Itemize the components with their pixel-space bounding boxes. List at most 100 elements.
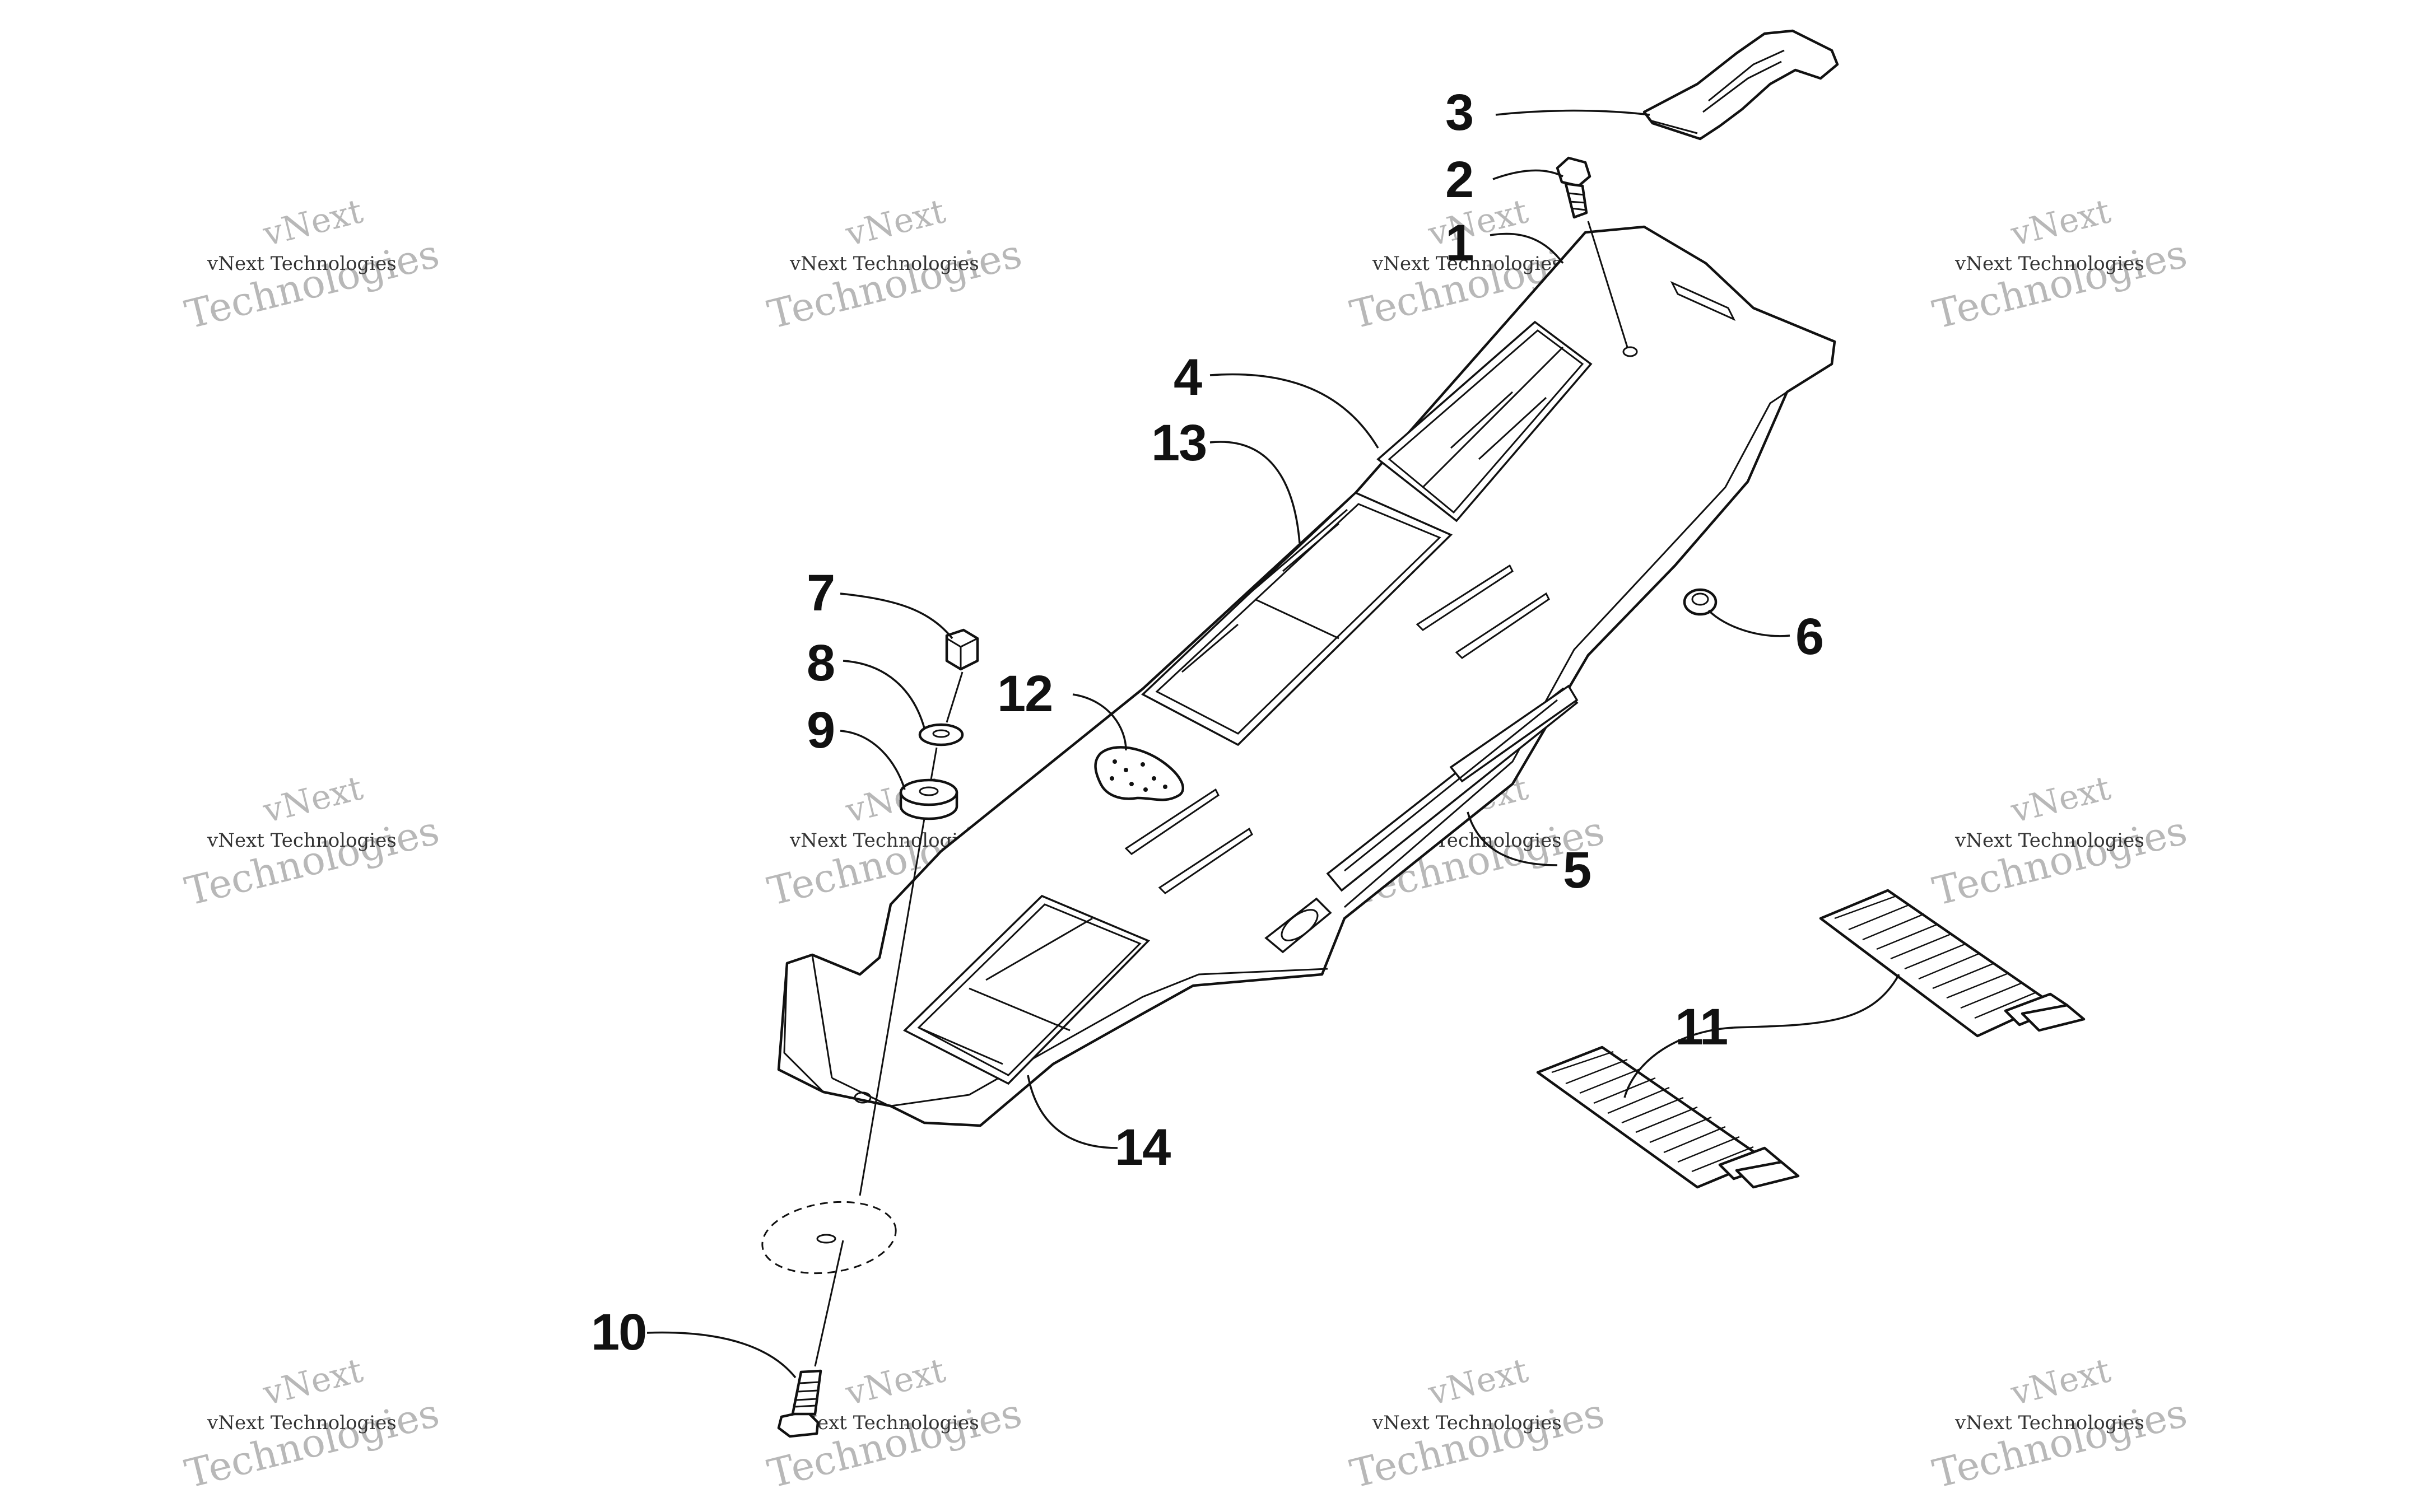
- part-9-spacer: [899, 778, 958, 820]
- rib: [1416, 564, 1514, 631]
- leader-9: [840, 730, 906, 790]
- watermark-big-line1: vNext: [259, 1351, 366, 1413]
- watermark: vNext Technologies vNext Technologies: [180, 1351, 443, 1497]
- watermark-small: vNext Technologies: [207, 253, 397, 275]
- watermark-big-line2: Technologies: [1928, 808, 2191, 915]
- callout-4: 4: [1174, 349, 1202, 406]
- part-10-bolt: [777, 1369, 822, 1438]
- watermark-small: vNext Technologies: [1372, 253, 1562, 275]
- callout-9: 9: [807, 702, 834, 759]
- leader-13: [1209, 441, 1301, 544]
- part-4-decal: [1376, 320, 1593, 522]
- watermark: vNext Technologies vNext Technologies: [763, 192, 1026, 338]
- part-6-grommet: [1683, 588, 1718, 616]
- skid-plate-side-wall: [1344, 391, 1788, 908]
- watermark-big-line2: Technologies: [1928, 1390, 2191, 1497]
- front-hole: [854, 1091, 872, 1104]
- part-2-bolt: [1556, 156, 1591, 219]
- part-2-axis: [1587, 221, 1628, 348]
- leader-7: [840, 592, 953, 640]
- callout-1: 1: [1445, 214, 1473, 272]
- watermark: vNext Technologies vNext Technologies: [1928, 768, 2191, 915]
- watermark-big-line2: Technologies: [180, 808, 443, 915]
- rib: [1455, 592, 1550, 659]
- callout-12: 12: [997, 665, 1052, 722]
- part-11-strip-upper: [1819, 889, 2086, 1038]
- part-3-clip: [1642, 29, 1839, 141]
- leader-10: [646, 1331, 797, 1379]
- leader-4: [1209, 373, 1379, 449]
- callout-14: 14: [1115, 1119, 1171, 1176]
- bolt-axis: [814, 1240, 844, 1367]
- watermark-big-line1: vNext: [1424, 192, 1532, 254]
- watermark: vNext Technologies vNext Technologies: [180, 768, 443, 915]
- watermark-small: vNext Technologies: [207, 1412, 397, 1434]
- callout-10: 10: [591, 1304, 646, 1361]
- callout-2: 2: [1445, 151, 1473, 208]
- leader-11b: [1623, 1026, 1734, 1098]
- leader-11a: [1733, 974, 1900, 1029]
- watermark-big-line1: vNext: [1424, 1351, 1532, 1413]
- skid-plate-front-edge: [783, 954, 925, 1124]
- part-12-texture: [1110, 759, 1167, 792]
- watermark: vNext Technologies vNext Technologies: [1928, 1351, 2191, 1497]
- leader-2: [1492, 169, 1563, 180]
- watermark: vNext Technologies vNext Technologies: [180, 192, 443, 338]
- stack-axis: [859, 671, 964, 1196]
- part-7-nut: [945, 628, 979, 671]
- watermark-small: vNext Technologies: [789, 253, 979, 275]
- watermark-big-line1: vNext: [259, 192, 366, 254]
- callout-11: 11: [1675, 998, 1727, 1056]
- callout-5: 5: [1563, 842, 1590, 899]
- part-11-strip-lower: [1536, 1046, 1800, 1189]
- watermark-small: vNext Technologies: [1954, 1412, 2144, 1434]
- skid-plate-rear-slot: [1670, 281, 1736, 321]
- skid-plate-hole: [1622, 346, 1638, 357]
- watermark: vNext Technologies vNext Technologies: [1346, 1351, 1608, 1497]
- watermark-big-line1: vNext: [841, 192, 949, 254]
- skid-plate-bottom-lip: [890, 968, 1328, 1107]
- callout-13: 13: [1151, 414, 1206, 472]
- part-12-adhesive: [1094, 746, 1184, 801]
- leader-14: [1027, 1075, 1118, 1149]
- watermark-big-line2: Technologies: [180, 1390, 443, 1497]
- phantom-washer-hole: [816, 1234, 836, 1244]
- part-1-skid-plate: [777, 225, 1836, 1127]
- skid-plate-ribs: [1124, 564, 1550, 894]
- leader-5: [1467, 811, 1558, 866]
- watermark-small: vNext Technologies: [1954, 253, 2144, 275]
- watermark-small: vNext Technologies: [1372, 1412, 1562, 1434]
- leader-lines: [646, 109, 1900, 1379]
- leader-12: [1072, 693, 1127, 751]
- rib: [1124, 788, 1220, 855]
- watermark-big-line1: vNext: [259, 768, 366, 831]
- leader-8: [843, 660, 925, 729]
- strip-texture: [1834, 895, 2037, 1019]
- watermark: vNext Technologies vNext Technologies: [1928, 192, 2191, 338]
- leader-3: [1495, 109, 1650, 116]
- watermark-small: vNext Technologies: [1954, 829, 2144, 852]
- leader-1: [1490, 232, 1564, 264]
- callout-6: 6: [1795, 608, 1823, 665]
- leader-6: [1707, 609, 1790, 637]
- strip-texture: [1551, 1051, 1754, 1173]
- watermark-big-line1: vNext: [2007, 192, 2114, 254]
- callout-8: 8: [807, 634, 834, 692]
- phantom-washer: [761, 1201, 897, 1275]
- part-13-decal: [1141, 491, 1453, 746]
- watermark-big-line2: Technologies: [1928, 231, 2191, 338]
- watermark-big-line1: vNext: [2007, 1351, 2114, 1413]
- watermark-big-line1: vNext: [841, 1351, 949, 1413]
- part-5-decal: [1264, 684, 1579, 954]
- watermark-big-line2: Technologies: [1346, 1390, 1608, 1497]
- rib: [1158, 827, 1253, 894]
- callout-3: 3: [1445, 84, 1473, 141]
- callout-7: 7: [807, 564, 834, 622]
- watermark-small: vNext Technologies: [207, 829, 397, 852]
- watermark-big-line1: vNext: [2007, 768, 2114, 831]
- watermark-big-line2: Technologies: [763, 231, 1026, 338]
- watermark-small: vNext Technologies: [789, 1412, 979, 1434]
- part-14-decal: [903, 894, 1151, 1085]
- watermark-big-line2: Technologies: [180, 231, 443, 338]
